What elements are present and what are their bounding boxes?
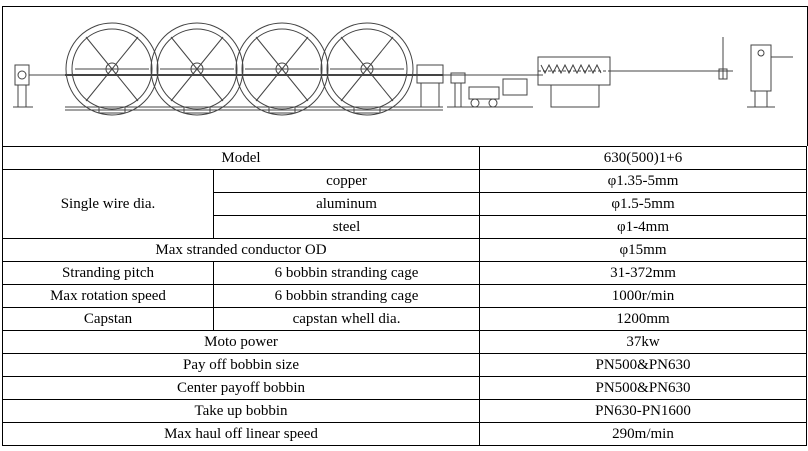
single-wire-label: Single wire dia. bbox=[2, 169, 214, 239]
aluminum-value: φ1.5-5mm bbox=[479, 192, 808, 216]
center-payoff-value: PN500&PN630 bbox=[479, 376, 808, 400]
model-label: Model bbox=[1, 146, 481, 170]
take-up-stand bbox=[718, 37, 793, 108]
steel-value: φ1-4mm bbox=[479, 215, 808, 239]
moto-power-label: Moto power bbox=[1, 330, 481, 354]
machine-line-drawing bbox=[2, 6, 808, 146]
material-copper: copper bbox=[212, 169, 481, 193]
capstan-label: Capstan bbox=[2, 307, 214, 331]
table-row: Moto power 37kw bbox=[1, 330, 808, 354]
spec-table: Model 630(500)1+6 Single wire dia. coppe… bbox=[1, 146, 808, 446]
moto-power-value: 37kw bbox=[479, 330, 808, 354]
max-od-value: φ15mm bbox=[479, 238, 808, 262]
table-row: Model 630(500)1+6 bbox=[1, 146, 808, 170]
material-aluminum: aluminum bbox=[212, 192, 481, 216]
max-rotation-label: Max rotation speed bbox=[2, 284, 214, 308]
max-od-label: Max stranded conductor OD bbox=[1, 238, 481, 262]
take-up-value: PN630-PN1600 bbox=[479, 399, 808, 423]
stranding-pitch-value: 31-372mm bbox=[479, 261, 808, 285]
table-row: Max haul off linear speed 290m/min bbox=[1, 422, 808, 446]
model-value: 630(500)1+6 bbox=[479, 146, 808, 170]
table-row: Max stranded conductor OD φ15mm bbox=[1, 238, 808, 262]
center-payoff-label: Center payoff bobbin bbox=[1, 376, 481, 400]
copper-value: φ1.35-5mm bbox=[479, 169, 808, 193]
stranding-pitch-sub: 6 bobbin stranding cage bbox=[212, 261, 481, 285]
payoff-size-label: Pay off bobbin size bbox=[1, 353, 481, 377]
take-up-label: Take up bobbin bbox=[1, 399, 481, 423]
table-row: Center payoff bobbin PN500&PN630 bbox=[1, 376, 808, 400]
stranding-cages bbox=[65, 22, 414, 116]
left-payoff-stand bbox=[13, 64, 65, 108]
capstan-value: 1200mm bbox=[479, 307, 808, 331]
haul-off-value: 290m/min bbox=[479, 422, 808, 446]
table-row: steel φ1-4mm bbox=[3, 215, 808, 239]
capstan-sub: capstan whell dia. bbox=[212, 307, 481, 331]
max-rotation-sub: 6 bobbin stranding cage bbox=[212, 284, 481, 308]
table-row: Stranding pitch 6 bobbin stranding cage … bbox=[2, 261, 808, 285]
table-row: Pay off bobbin size PN500&PN630 bbox=[1, 353, 808, 377]
capstan-unit bbox=[537, 56, 733, 108]
table-row: Take up bobbin PN630-PN1600 bbox=[1, 399, 808, 423]
max-rotation-value: 1000r/min bbox=[479, 284, 808, 308]
stranding-pitch-label: Stranding pitch bbox=[2, 261, 214, 285]
haul-off-label: Max haul off linear speed bbox=[1, 422, 481, 446]
table-row: Max rotation speed 6 bobbin stranding ca… bbox=[2, 284, 808, 308]
table-row: Single wire dia. copper φ1.35-5mm bbox=[2, 169, 808, 239]
payoff-size-value: PN500&PN630 bbox=[479, 353, 808, 377]
table-row: Capstan capstan whell dia. 1200mm bbox=[2, 307, 808, 331]
closing-die-stand bbox=[443, 72, 543, 108]
material-steel: steel bbox=[212, 215, 481, 239]
